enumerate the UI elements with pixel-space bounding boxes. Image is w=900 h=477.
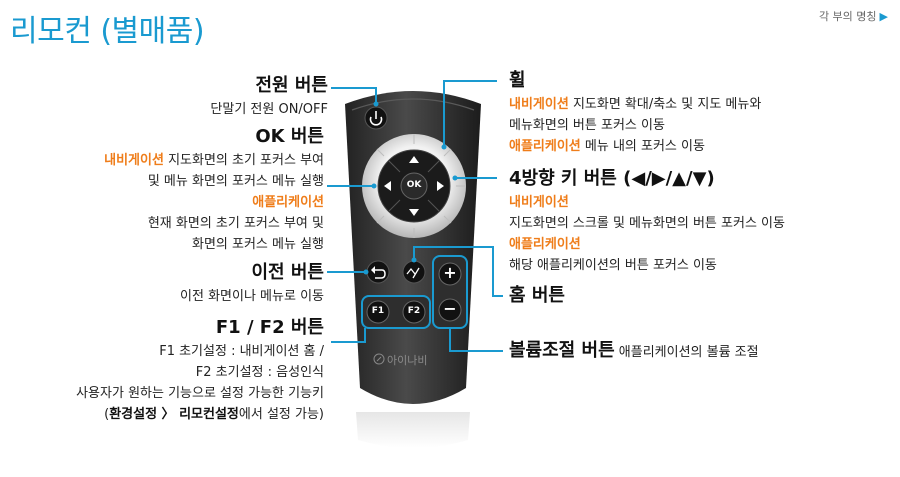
f1-label: F1: [368, 306, 388, 316]
ok-app-desc1: 현재 화면의 초기 포커스 부여 및: [104, 213, 324, 234]
fkeys-close: 에서 설정 가능): [239, 407, 324, 422]
wheel-nav-desc1: 지도화면 확대/축소 및 지도 메뉴와: [569, 97, 761, 112]
f2-label: F2: [404, 306, 424, 316]
ok-title: OK 버튼: [104, 124, 324, 150]
ok-nav-desc2: 및 메뉴 화면의 포커스 메뉴 실행: [104, 171, 324, 192]
volume-title: 볼륨조절 버튼: [509, 340, 615, 361]
fkeys-title: F1 / F2 버튼: [76, 315, 324, 341]
callout-fkeys: F1 / F2 버튼 F1 초기설정 : 내비게이션 홈 / F2 초기설정 :…: [76, 315, 324, 425]
dpad-app-desc: 해당 애플리케이션의 버튼 포커스 이동: [509, 255, 785, 276]
fkeys-line1: F1 초기설정 : 내비게이션 홈 /: [76, 341, 324, 362]
dpad-title: 4방향 키 버튼 (◀/▶/▲/▼): [509, 166, 785, 192]
back-desc: 이전 화면이나 메뉴로 이동: [180, 286, 324, 307]
ok-nav-desc1: 지도화면의 초기 포커스 부여: [164, 153, 324, 168]
callout-wheel: 휠 내비게이션 지도화면 확대/축소 및 지도 메뉴와 메뉴화면의 버튼 포커스…: [509, 68, 761, 157]
ok-label: OK: [404, 180, 424, 190]
dpad-nav-desc: 지도화면의 스크롤 및 메뉴화면의 버튼 포커스 이동: [509, 213, 785, 234]
callout-power: 전원 버튼 단말기 전원 ON/OFF: [210, 73, 328, 120]
fkeys-line2: F2 초기설정 : 음성인식: [76, 362, 324, 383]
wheel-title: 휠: [509, 68, 761, 94]
dpad-app-label: 애플리케이션: [509, 234, 785, 255]
back-button: [367, 261, 389, 283]
callout-dpad: 4방향 키 버튼 (◀/▶/▲/▼) 내비게이션 지도화면의 스크롤 및 메뉴화…: [509, 166, 785, 276]
callout-back: 이전 버튼 이전 화면이나 메뉴로 이동: [180, 260, 324, 307]
wheel-app-label: 애플리케이션: [509, 139, 581, 154]
fkeys-line3: 사용자가 원하는 기능으로 설정 가능한 기능키: [76, 383, 324, 404]
wheel-nav-desc2: 메뉴화면의 버튼 포커스 이동: [509, 115, 761, 136]
volume-plus-label: +: [440, 263, 460, 282]
volume-minus-label: −: [440, 299, 460, 318]
power-title: 전원 버튼: [210, 73, 328, 99]
wheel-app-desc: 메뉴 내의 포커스 이동: [581, 139, 705, 154]
callout-ok: OK 버튼 내비게이션 지도화면의 초기 포커스 부여 및 메뉴 화면의 포커스…: [104, 124, 324, 255]
home-title: 홈 버튼: [509, 283, 565, 309]
power-desc: 단말기 전원 ON/OFF: [210, 99, 328, 120]
wheel-nav-label: 내비게이션: [509, 97, 569, 112]
ok-app-desc2: 화면의 포커스 메뉴 실행: [104, 234, 324, 255]
ok-app-label: 애플리케이션: [104, 192, 324, 213]
back-title: 이전 버튼: [180, 260, 324, 286]
fkeys-path: 환경설정 〉 리모컨설정: [109, 407, 239, 422]
callout-volume: 볼륨조절 버튼 애플리케이션의 볼륨 조절: [509, 338, 759, 364]
volume-desc: 애플리케이션의 볼륨 조절: [615, 345, 759, 360]
brand-text: 아이나비: [387, 352, 427, 368]
ok-nav-label: 내비게이션: [104, 153, 164, 168]
dpad-nav-label: 내비게이션: [509, 192, 785, 213]
callout-home: 홈 버튼: [509, 283, 565, 309]
